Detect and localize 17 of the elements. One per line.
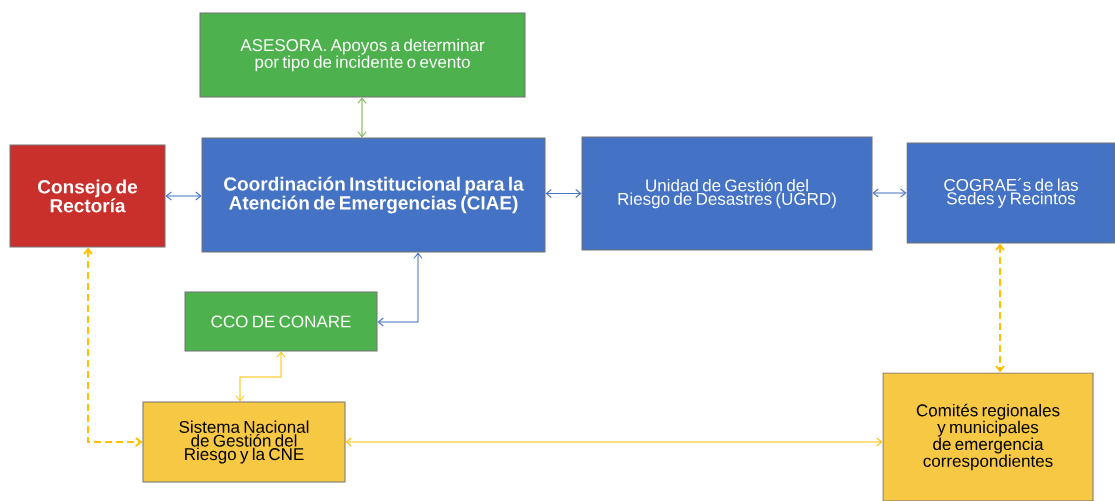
operations-box: CCO DE CONARE — [184, 291, 378, 352]
arrow — [872, 188, 907, 198]
unit-box: Unidad de Gestión del Riesgo de Desastres (UGRD) — [581, 136, 873, 251]
arrow — [83, 247, 143, 447]
coordination-box: Coordinación Institucional para la Atención de Emergencias (CIAE) — [201, 137, 546, 253]
advisory-box: ASESORA. Apoyos a determinar por tipo de incidente o evento — [199, 12, 526, 98]
system-box: Sistema Nacional de Gestión del Riesgo y la CNE — [142, 401, 346, 483]
arrow — [357, 97, 367, 138]
committee-box: Comités regionales y municipales de emergencia correspondientes — [882, 372, 1094, 501]
arrow — [165, 191, 202, 201]
council-box: Consejo de Rectoría — [9, 144, 166, 248]
arrow — [377, 252, 423, 327]
committee-box: COGRAE´s de las Sedes y Recintos — [906, 142, 1115, 244]
arrow — [545, 189, 582, 198]
arrow — [345, 437, 883, 447]
arrow — [995, 243, 1005, 373]
arrow — [235, 351, 286, 402]
